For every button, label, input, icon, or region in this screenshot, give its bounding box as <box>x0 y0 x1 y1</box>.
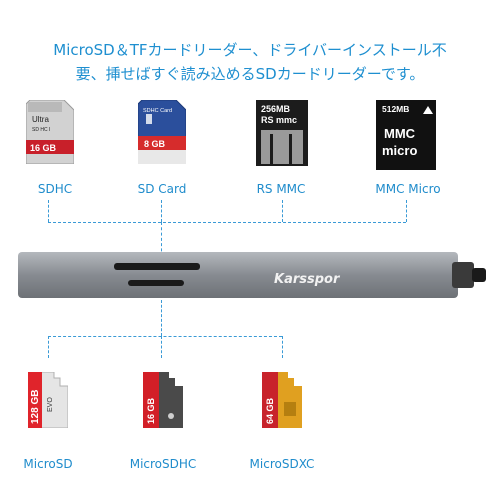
connector-bottom-2 <box>161 336 162 358</box>
connector-bottom-3 <box>282 336 283 358</box>
label-microsd: MicroSD <box>23 457 73 471</box>
sdhc-sub-text: SD HC I <box>32 127 50 133</box>
connector-bottom-1 <box>48 336 49 358</box>
microsd-capacity: 128 GB <box>30 390 41 424</box>
label-microsdxc: MicroSDXC <box>249 457 315 471</box>
rs-mmc-card-image: 256MB RS mmc <box>256 100 308 166</box>
label-sd-card: SD Card <box>137 182 187 196</box>
sd-card-capacity: 8 GB <box>144 139 166 149</box>
connector-bottom-rise <box>161 300 162 336</box>
microsd-card-image: 128 GB EVO <box>28 372 68 428</box>
mmc-micro-line-3: micro <box>382 143 417 158</box>
rs-mmc-line-2: RS mmc <box>261 115 297 125</box>
arrow-up-icon <box>423 106 433 114</box>
connector-top-1 <box>48 200 49 222</box>
sd-slot <box>114 263 200 270</box>
label-rs-mmc: RS MMC <box>256 182 306 196</box>
card-reader-device: Karsspor <box>18 252 486 298</box>
mmc-micro-card-image: 512MB MMC micro <box>376 100 436 170</box>
microsd-brand-text: EVO <box>47 397 54 412</box>
headline-line-1: MicroSD＆TFカードリーダー、ドライバーインストール不 <box>53 41 447 59</box>
connector-top-drop <box>161 222 162 262</box>
microsdhc-card-image: 16 GB <box>143 372 183 428</box>
label-microsdhc: MicroSDHC <box>129 457 197 471</box>
headline: MicroSD＆TFカードリーダー、ドライバーインストール不 要、挿せばすぐ読み… <box>0 38 500 86</box>
sd-card-image: SDHC Card 8 GB <box>138 100 186 164</box>
sdhc-card-image: Ultra SD HC I 16 GB <box>26 100 74 164</box>
microsdxc-card-image: 64 GB <box>262 372 302 428</box>
rs-mmc-line-1: 256MB <box>261 104 291 114</box>
microsdhc-capacity: 16 GB <box>146 397 156 424</box>
connector-bottom-bus <box>48 336 282 337</box>
device-brand: Karsspor <box>274 272 341 287</box>
headline-line-2: 要、挿せばすぐ読み込めるSDカードリーダーです。 <box>75 65 425 83</box>
label-sdhc: SDHC <box>37 182 73 196</box>
mmc-micro-line-2: MMC <box>384 126 416 141</box>
connector-top-bus <box>48 222 406 223</box>
sdhc-brand-text: Ultra <box>32 115 49 124</box>
connector-top-3 <box>282 200 283 222</box>
mmc-micro-line-1: 512MB <box>382 104 409 114</box>
microsdxc-capacity: 64 GB <box>265 397 275 424</box>
microsd-slot <box>128 280 184 286</box>
connector-top-2 <box>161 200 162 222</box>
sd-card-brand-text: SDHC Card <box>143 108 172 114</box>
label-mmc-micro: MMC Micro <box>375 182 441 196</box>
connector-top-4 <box>406 200 407 222</box>
sdhc-capacity: 16 GB <box>30 143 57 153</box>
